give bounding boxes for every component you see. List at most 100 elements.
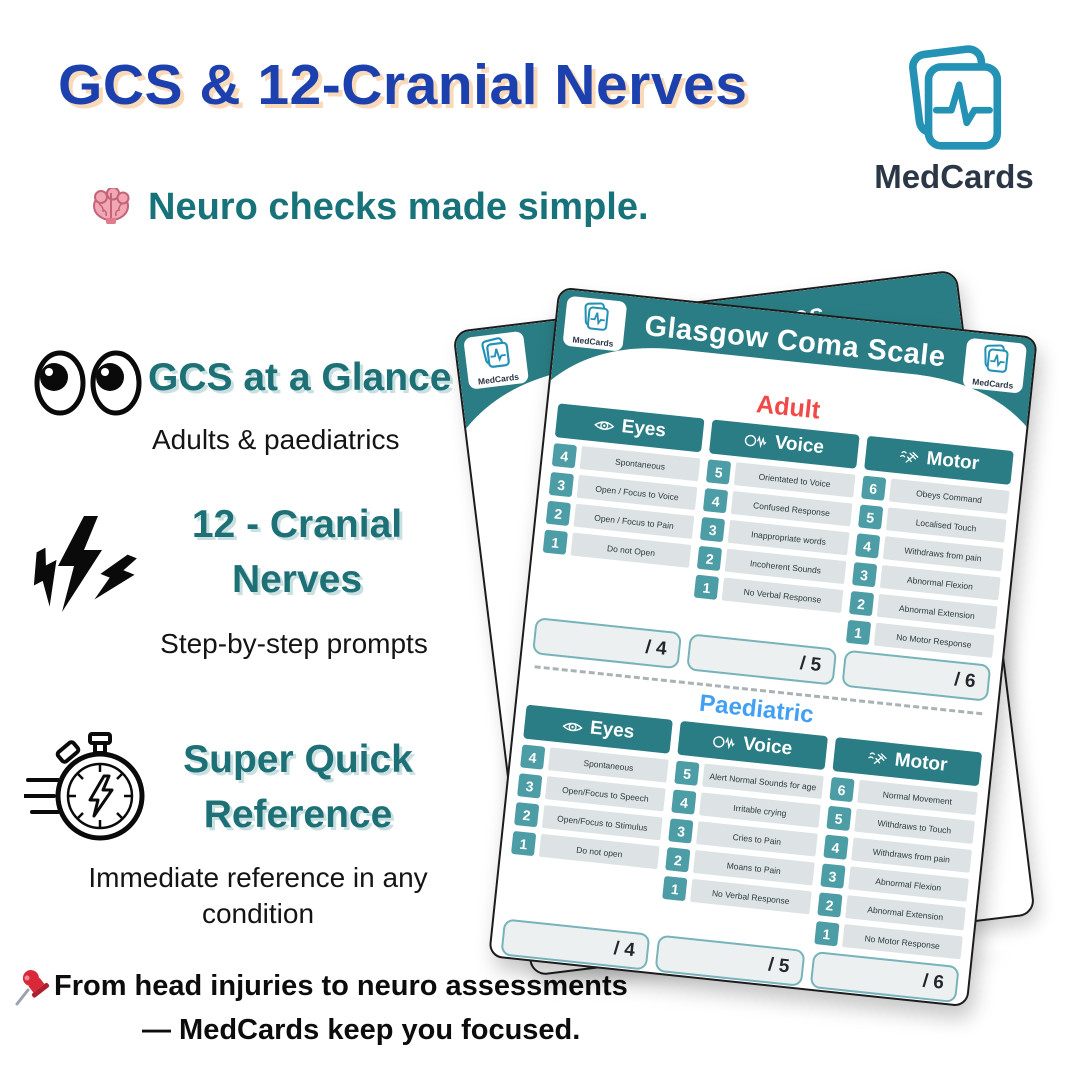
feature-subtitle-quick-line1: Immediate reference in any bbox=[88, 862, 428, 893]
score-total-box: / 6 bbox=[809, 950, 960, 1004]
column-title: Voice bbox=[773, 432, 825, 459]
score-badge: 2 bbox=[665, 847, 691, 873]
score-badge: 1 bbox=[845, 619, 871, 646]
feature-title-cranial-line1: 12 - Cranial bbox=[191, 503, 403, 546]
score-total-box: / 5 bbox=[686, 633, 837, 686]
front-card-header-band bbox=[550, 288, 1038, 431]
column-header-eyes: Eyes bbox=[523, 704, 674, 754]
score-badge: 5 bbox=[674, 760, 700, 786]
score-badge: 6 bbox=[829, 776, 855, 803]
score-badge: 6 bbox=[860, 475, 887, 501]
medcards-logo-icon bbox=[909, 45, 1002, 150]
column-title: Eyes bbox=[588, 717, 636, 743]
feature-subtitle-gcs: Adults & paediatrics bbox=[152, 424, 400, 455]
feature-title-quick-line2: Reference bbox=[203, 793, 393, 836]
front-card-glasgow-coma-scale: Glasgow Coma Scale MedCards MedCards Adu… bbox=[488, 286, 1038, 1008]
column-title: Motor bbox=[925, 448, 981, 475]
feature-title-gcs: GCS at a Glance bbox=[148, 356, 452, 399]
hand-icon bbox=[899, 451, 919, 463]
score-badge: 4 bbox=[854, 533, 880, 559]
score-badge: 3 bbox=[517, 773, 543, 799]
brand-logo: MedCards bbox=[874, 44, 1034, 196]
score-total-box: / 4 bbox=[532, 617, 683, 670]
score-badge: 1 bbox=[542, 529, 568, 555]
footer-line2: — MedCards keep you focused. bbox=[142, 1014, 581, 1046]
page-title: GCS & 12-Cranial Nerves bbox=[58, 53, 748, 117]
score-badge: 4 bbox=[671, 789, 697, 815]
brand-name: MedCards bbox=[874, 158, 1034, 195]
score-badge: 1 bbox=[694, 574, 720, 600]
back-card-logo: MedCards bbox=[463, 330, 530, 390]
score-total: / 4 bbox=[612, 937, 637, 961]
column-header-voice: Voice bbox=[677, 720, 828, 771]
score-badge: 2 bbox=[545, 500, 571, 527]
column-title: Voice bbox=[742, 733, 794, 760]
criteria-label: Do not open bbox=[538, 833, 660, 870]
medcards-logo-icon bbox=[984, 344, 1009, 373]
tagline-text: Neuro checks made simple. bbox=[148, 186, 649, 228]
footer-line1: From head injuries to neuro assessments bbox=[54, 970, 628, 1002]
medcards-logo-icon bbox=[481, 337, 510, 368]
feature-title-cranial-line2: Nerves bbox=[231, 558, 363, 601]
score-badge: 3 bbox=[819, 863, 846, 889]
criteria-label: No Verbal Response bbox=[721, 577, 844, 613]
score-badge: 1 bbox=[662, 875, 688, 902]
score-total: / 6 bbox=[953, 668, 977, 692]
score-badge: 3 bbox=[700, 516, 726, 543]
brain-icon bbox=[93, 187, 130, 224]
eye-icon bbox=[594, 421, 615, 430]
score-badge: 2 bbox=[848, 590, 874, 617]
score-badge: 3 bbox=[851, 562, 877, 588]
eye-icon bbox=[563, 722, 584, 731]
score-badge: 4 bbox=[551, 443, 578, 469]
score-total: / 5 bbox=[798, 652, 823, 676]
criteria-label: Do not Open bbox=[570, 532, 692, 568]
lightning-icon bbox=[33, 516, 137, 612]
front-card-logo-right: MedCards bbox=[962, 337, 1028, 394]
score-badge: 2 bbox=[816, 892, 843, 918]
feature-subtitle-cranial: Step-by-step prompts bbox=[160, 628, 428, 659]
score-badge: 4 bbox=[703, 488, 729, 514]
score-badge: 3 bbox=[548, 471, 575, 498]
score-total-box: / 6 bbox=[840, 649, 992, 702]
column-title: Motor bbox=[893, 749, 949, 776]
column-header-voice: Voice bbox=[709, 419, 860, 469]
score-badge: 4 bbox=[520, 744, 546, 770]
stopwatch-icon bbox=[24, 732, 145, 841]
criteria-label: No Motor Response bbox=[841, 923, 963, 960]
score-badge: 5 bbox=[826, 805, 852, 831]
feature-subtitle-quick-line2: condition bbox=[201, 898, 315, 929]
score-badge: 4 bbox=[822, 834, 849, 860]
score-badge: 2 bbox=[697, 545, 723, 572]
score-badge: 3 bbox=[668, 818, 694, 844]
column-title: Eyes bbox=[620, 416, 667, 442]
score-badge: 2 bbox=[514, 802, 540, 828]
eyes-icon bbox=[34, 350, 142, 416]
card-stack: 12 Cranial Nerves MedCards I II III IV V… bbox=[452, 269, 1076, 1008]
score-badge: 1 bbox=[813, 921, 840, 947]
score-total: / 4 bbox=[644, 636, 668, 660]
column-header-motor: Motor bbox=[863, 435, 1014, 485]
front-card-logo-left: MedCards bbox=[562, 295, 628, 352]
score-badge: 1 bbox=[511, 830, 537, 857]
criteria-label: No Motor Response bbox=[873, 622, 995, 659]
medcards-logo-icon bbox=[584, 302, 609, 331]
score-badge: 5 bbox=[706, 459, 732, 485]
column-header-eyes: Eyes bbox=[554, 403, 705, 453]
tagline: Neuro checks made simple. bbox=[90, 186, 649, 229]
voice-icon bbox=[713, 736, 736, 750]
column-header-motor: Motor bbox=[832, 737, 983, 787]
pushpin-icon bbox=[15, 970, 50, 1006]
score-total: / 5 bbox=[767, 953, 791, 977]
hand-icon bbox=[868, 752, 887, 764]
voice-icon bbox=[745, 434, 767, 449]
score-badge: 5 bbox=[857, 504, 883, 530]
